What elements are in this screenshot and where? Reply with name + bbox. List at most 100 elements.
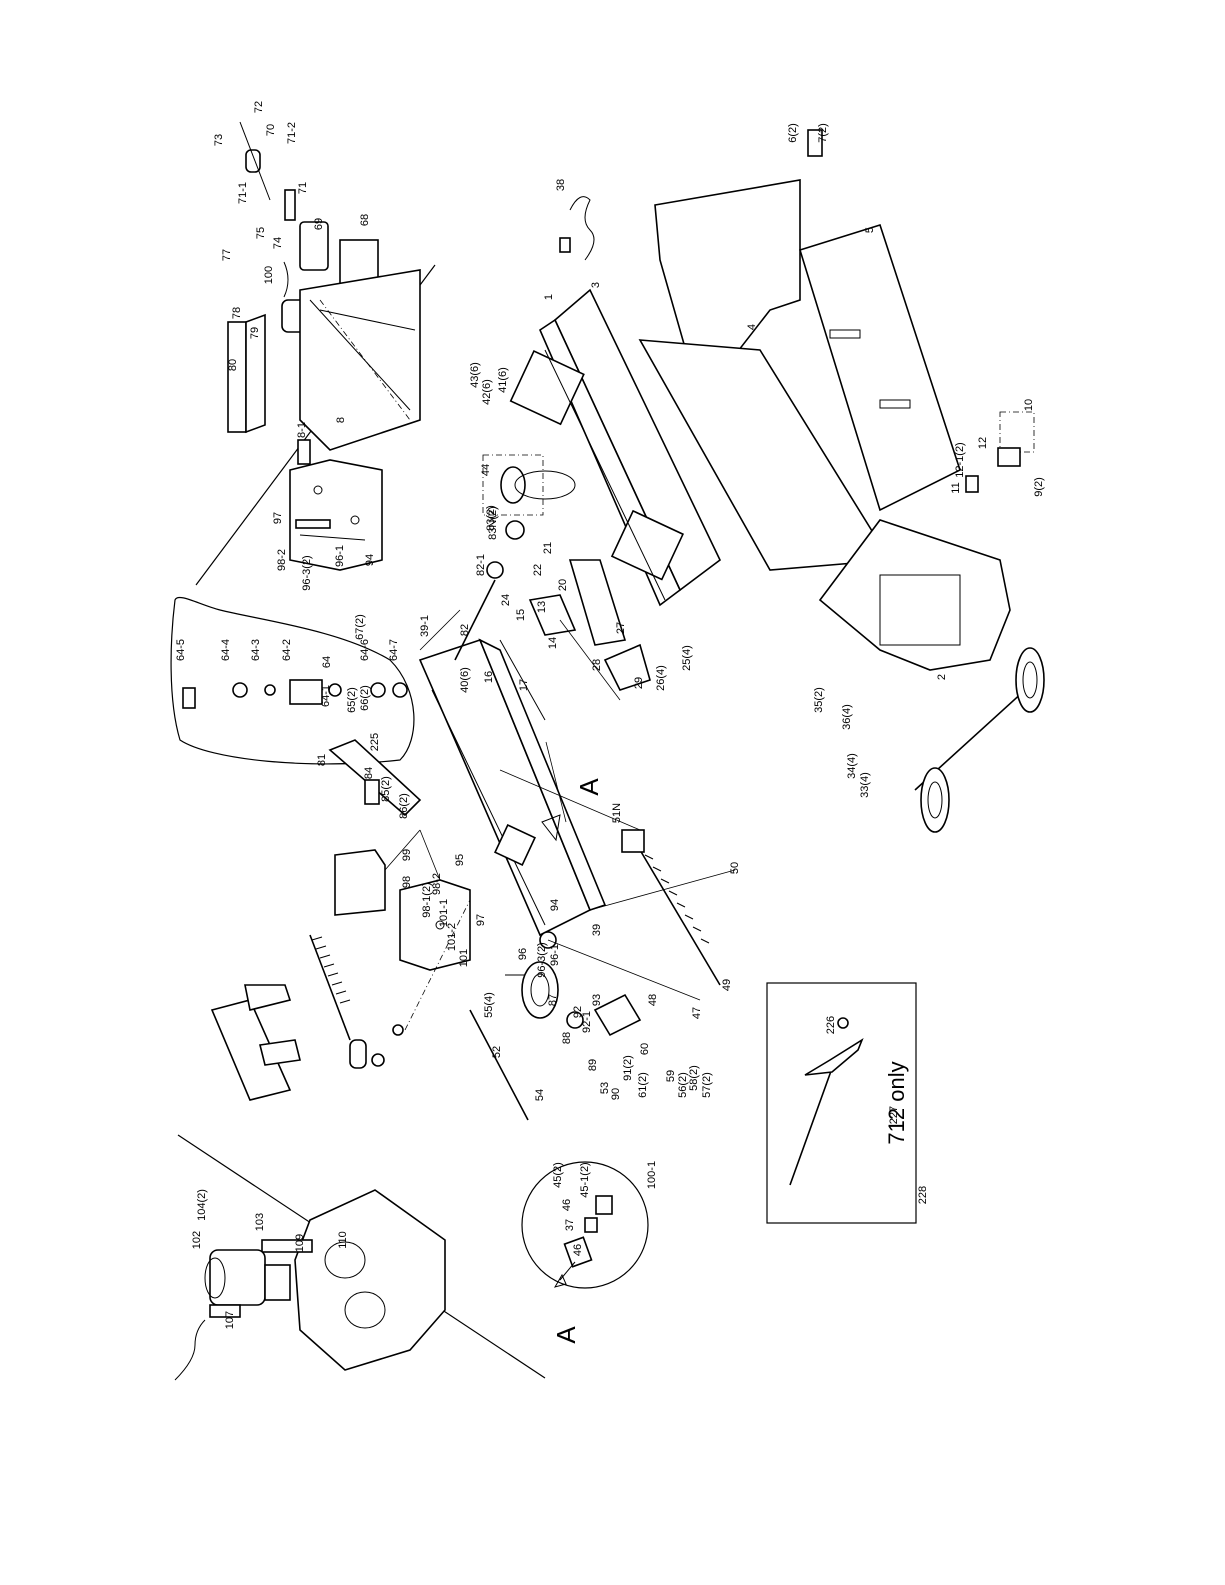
- callout-c107: 107: [224, 1311, 236, 1329]
- callout-c67: 67(2): [354, 614, 366, 640]
- callout-c8_1: 8-1: [296, 422, 308, 438]
- callout-c57: 57(2): [701, 1072, 713, 1098]
- callout-c83: 83(2): [485, 505, 497, 531]
- callout-c82: 82: [459, 624, 471, 636]
- callout-c102: 102: [191, 1231, 203, 1249]
- callout-c91: 91(2): [622, 1055, 634, 1081]
- handle-detail-group: [170, 596, 415, 765]
- stop-bracket: [299, 269, 421, 451]
- callout-c89: 89: [587, 1059, 599, 1071]
- callout-c64_7: 64-7: [388, 639, 400, 661]
- coolant-pipe-102: [261, 1239, 313, 1253]
- callout-c64_4: 64-4: [220, 639, 232, 661]
- callout-c12_1: 12-1(2): [954, 442, 966, 477]
- support-plate-54: [210, 984, 301, 1101]
- callout-c101_1: 101-1: [438, 899, 450, 927]
- callout-c227: 227: [888, 1106, 900, 1124]
- callout-c12: 12: [977, 437, 989, 449]
- callout-c88: 88: [561, 1032, 573, 1044]
- callout-c98_2a: 98-2: [276, 549, 288, 571]
- callout-c69: 69: [313, 218, 325, 230]
- model-712-crank: [789, 1017, 864, 1186]
- callout-c25: 25(4): [681, 645, 693, 671]
- base-frame: [509, 288, 722, 607]
- callout-c110: 110: [337, 1231, 349, 1249]
- callout-c53: 53: [599, 1082, 611, 1094]
- callout-c77: 77: [221, 249, 233, 261]
- assembly-guide-lines: [384, 609, 736, 1001]
- callout-c104: 104(2): [196, 1189, 208, 1221]
- power-cord: [559, 196, 595, 261]
- callout-c84: 84: [363, 767, 375, 779]
- clamp-56-61: [566, 993, 642, 1037]
- callout-c64_5: 64-5: [175, 639, 187, 661]
- callout-c36: 36(4): [841, 704, 853, 730]
- callout-c16: 16: [483, 671, 495, 683]
- callout-c90: 90: [610, 1088, 622, 1100]
- model-712-note: 712 only: [884, 1061, 909, 1144]
- coolant-pump-assembly: [174, 1189, 446, 1381]
- callout-c26: 26(4): [655, 665, 667, 691]
- callout-c64_6: 64-6: [359, 639, 371, 661]
- stop-assembly: [227, 121, 421, 465]
- callout-c49: 49: [721, 979, 733, 991]
- main-bed: [418, 638, 607, 949]
- callout-c75: 75: [255, 227, 267, 239]
- callout-c61: 61(2): [637, 1072, 649, 1098]
- callout-c79: 79: [249, 327, 261, 339]
- callout-c71_2: 71-2: [286, 122, 298, 144]
- callout-c96_1b: 96-1: [549, 944, 561, 966]
- callout-c24: 24: [500, 594, 512, 606]
- leveling-bracket: [965, 411, 1035, 493]
- callout-c64_1: 64-1: [320, 685, 332, 707]
- callout-cA1: A: [574, 778, 604, 796]
- callout-c71: 71: [297, 182, 309, 194]
- callout-c5: 5: [864, 227, 876, 233]
- handwheel-47: [505, 961, 559, 1019]
- callout-c14: 14: [547, 637, 559, 649]
- callout-c94b: 94: [549, 899, 561, 911]
- callout-c92: 92: [572, 1006, 584, 1018]
- callout-c51n: 51N: [611, 803, 623, 823]
- callout-c80: 80: [227, 359, 239, 371]
- callout-c97b: 97: [475, 914, 487, 926]
- callout-c45: 45(2): [552, 1162, 564, 1188]
- callout-c48: 48: [647, 994, 659, 1006]
- callout-c7: 7(2): [817, 123, 829, 143]
- callout-c59: 59: [665, 1070, 677, 1082]
- callout-c83n: 83N(2): [487, 506, 499, 540]
- callout-c85: 85(2): [380, 776, 392, 802]
- callout-c17: 17: [518, 679, 530, 691]
- callout-c94a: 94: [364, 554, 376, 566]
- callout-c92_1: 92-1: [581, 1011, 593, 1033]
- callout-c11: 11: [950, 482, 962, 493]
- callout-c98_1: 98-1(2): [421, 882, 433, 917]
- tension-spring-50: [621, 829, 721, 986]
- callout-c2: 2: [936, 674, 948, 680]
- callout-c100_1: 100-1: [646, 1161, 658, 1189]
- callout-c109: 109: [294, 1234, 306, 1252]
- callout-c78: 78: [231, 307, 243, 319]
- callout-c29: 29: [633, 677, 645, 689]
- pump-power-cable-110: [174, 1319, 206, 1381]
- callout-c64_3: 64-3: [250, 639, 262, 661]
- spring-87: [309, 934, 351, 1041]
- detail-a-leader: [545, 741, 567, 823]
- callout-c13: 13: [536, 601, 548, 613]
- callout-c74: 74: [272, 237, 284, 249]
- callout-c64: 64: [321, 656, 333, 668]
- bracket-29: [603, 643, 651, 691]
- callout-c22: 22: [532, 564, 544, 576]
- callout-c73: 73: [213, 134, 225, 146]
- callout-c97a: 97: [272, 512, 284, 524]
- linkage-88-93: [349, 899, 471, 1069]
- callout-c43: 43(6): [469, 362, 481, 388]
- callout-c55: 55(4): [483, 992, 495, 1018]
- motor-grate: [482, 454, 576, 516]
- callout-c64_2: 64-2: [281, 639, 293, 661]
- callout-c50: 50: [729, 862, 741, 874]
- callout-c46b: 46: [561, 1199, 573, 1211]
- callout-c96_3a: 96-3(2): [301, 555, 313, 590]
- detail-225-outline: [170, 596, 415, 765]
